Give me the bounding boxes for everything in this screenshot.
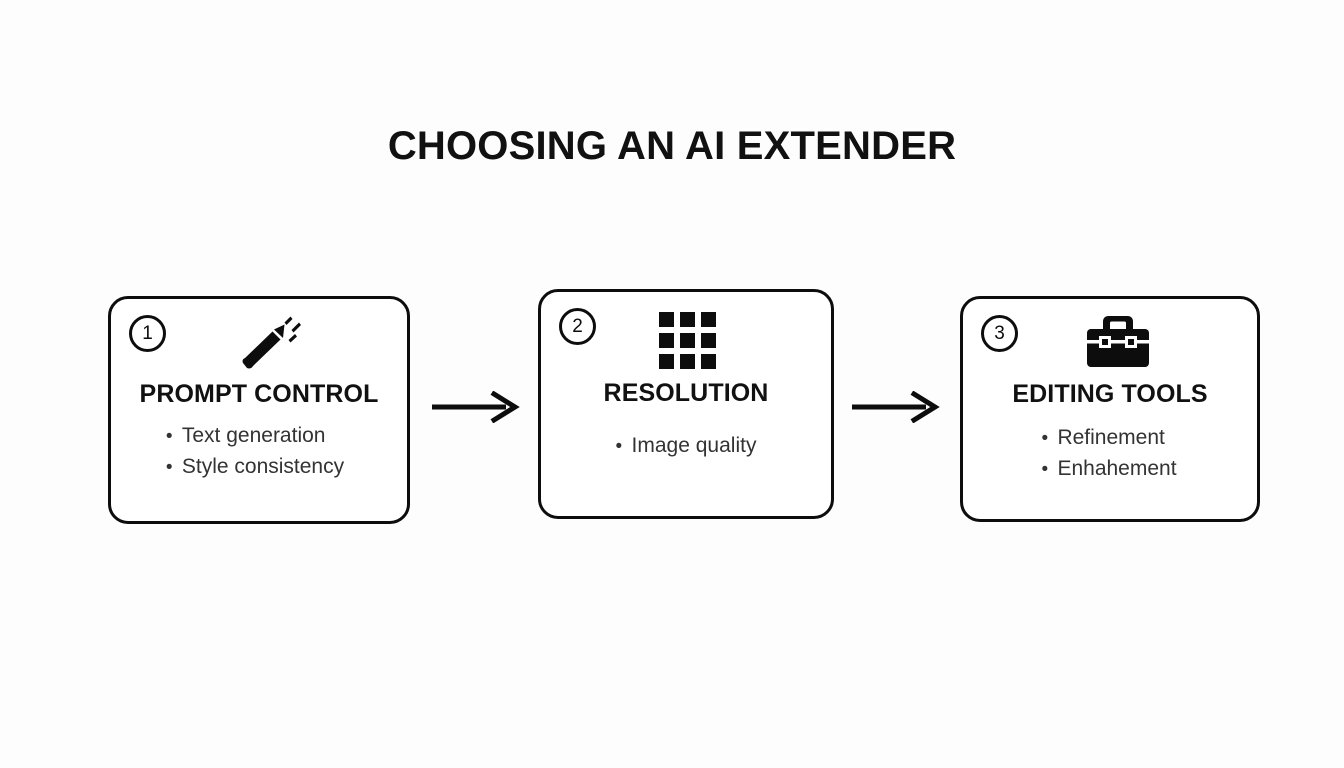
arrow-right-icon <box>428 289 524 525</box>
step-number-badge-1: 1 <box>129 315 166 352</box>
list-item: • Image quality <box>616 430 757 462</box>
step-number-badge-3: 3 <box>981 315 1018 352</box>
process-flow: 1 PROMPT CONTROL • Text generation <box>108 289 1260 525</box>
step-number-badge-2: 2 <box>559 308 596 345</box>
bullet-marker-icon: • <box>615 435 623 457</box>
feature-list-1: • Text generation • Style consistency <box>166 420 344 484</box>
grid-3x3-icon <box>657 310 719 372</box>
list-item: • Refinement <box>1041 422 1176 454</box>
list-item: • Style consistency <box>166 451 344 483</box>
bullet-marker-icon: • <box>165 457 173 479</box>
card-heading-1: PROMPT CONTROL <box>139 380 379 408</box>
bullet-marker-icon: • <box>165 425 173 447</box>
bullet-marker-icon: • <box>1041 459 1049 481</box>
card-heading-3: EDITING TOOLS <box>1012 380 1208 408</box>
list-item: • Text generation <box>166 420 344 452</box>
list-item-label: Image quality <box>631 433 757 457</box>
step-card-prompt-control[interactable]: 1 PROMPT CONTROL • Text generation <box>108 296 410 524</box>
step-card-resolution[interactable]: 2 RESOLUTION <box>538 289 834 519</box>
bullet-marker-icon: • <box>1041 427 1049 449</box>
list-item-label: Style consistency <box>181 455 345 479</box>
card-heading-2: RESOLUTION <box>603 379 769 407</box>
feature-list-3: • Refinement • Enhahement <box>1041 422 1176 486</box>
step-card-editing-tools[interactable]: 3 EDITING TOOLS <box>960 296 1260 522</box>
feature-list-2: • Image quality <box>616 430 757 462</box>
list-item: • Enhahement <box>1041 453 1176 485</box>
magic-wand-icon <box>239 313 303 375</box>
toolbox-icon <box>1083 311 1153 373</box>
arrow-right-icon <box>848 289 944 525</box>
list-item-label: Enhahement <box>1057 457 1177 481</box>
list-item-label: Text generation <box>181 423 326 447</box>
page-title: CHOOSING AN AI EXTENDER <box>387 124 957 168</box>
list-item-label: Refinement <box>1057 425 1165 449</box>
